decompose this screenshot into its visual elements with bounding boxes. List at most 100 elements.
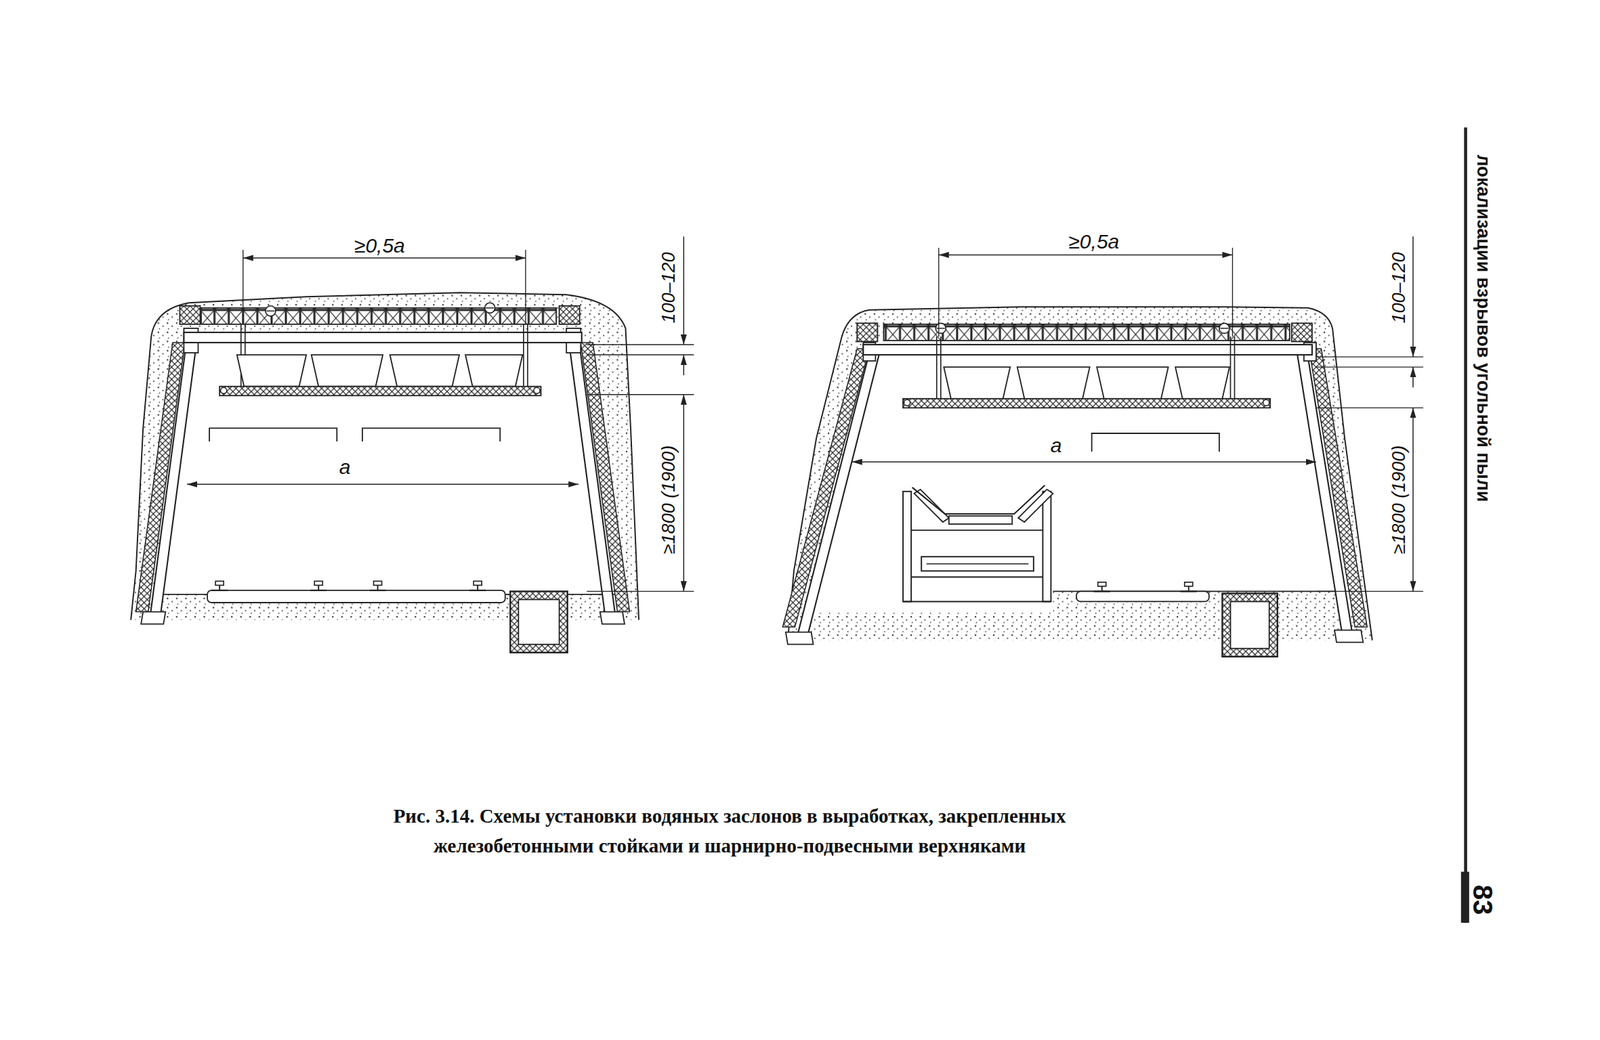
conveyor-belt <box>912 485 1046 515</box>
wagon-outline <box>362 428 500 442</box>
dimension-line <box>186 484 579 486</box>
extension-line <box>586 591 694 593</box>
mine-working <box>782 236 1424 657</box>
drain-channel <box>1222 593 1277 657</box>
dimension-line <box>1412 367 1414 388</box>
rock-contour <box>787 306 1373 641</box>
header-rule-bar <box>1461 872 1470 924</box>
shelf-pin <box>904 399 911 406</box>
rail-head <box>215 581 224 586</box>
page-number: 83 <box>1469 882 1497 918</box>
extension-line <box>586 344 694 345</box>
idler-roller <box>914 489 950 523</box>
water-vessel <box>943 367 1010 399</box>
return-roller <box>921 556 1034 572</box>
water-vessel <box>237 354 307 387</box>
drain-channel <box>510 591 567 653</box>
hanger <box>527 324 529 396</box>
rail-foot <box>1093 590 1111 593</box>
water-vessel <box>1096 367 1168 399</box>
mine-working <box>130 236 694 653</box>
hanger <box>1230 336 1232 408</box>
floor-fill <box>1052 591 1342 614</box>
wagon-outline <box>209 428 337 442</box>
drain-hollow <box>518 599 559 645</box>
dimension-label: ≥0,5a <box>1066 231 1122 252</box>
conveyor-frame <box>911 529 1043 532</box>
rail-foot <box>310 590 327 592</box>
hanger <box>522 324 525 396</box>
dimension-line <box>683 236 685 345</box>
concrete-post <box>568 338 616 617</box>
dimension-line <box>683 354 685 376</box>
rail-head <box>1098 582 1107 587</box>
dimension-line <box>683 394 685 593</box>
concrete-post <box>1295 344 1353 638</box>
barrier-shelf <box>902 398 1271 409</box>
barrier-shelf <box>219 386 541 397</box>
bolt <box>485 302 496 313</box>
dimension-line <box>1412 407 1414 592</box>
track-sleepers <box>207 590 506 603</box>
post-foot <box>600 612 625 625</box>
rock-contour <box>130 292 639 620</box>
running-header: локализации взрывов угольной пыли <box>1473 153 1492 505</box>
roof-block <box>856 323 878 342</box>
roof-block <box>179 306 200 325</box>
working-space <box>153 332 617 595</box>
dimension-label: ≥0,5a <box>352 235 408 257</box>
return-roller <box>926 563 1029 565</box>
return-belt <box>911 576 1043 578</box>
bolt-slot <box>485 307 494 309</box>
header-rule <box>1463 127 1468 924</box>
water-vessel <box>465 354 523 387</box>
extension-line <box>1316 407 1424 409</box>
figure-caption: Рис. 3.14. Схемы установки водяных засло… <box>390 802 1069 861</box>
post-foot <box>1334 630 1363 643</box>
dimension-line <box>1412 236 1414 357</box>
bolt <box>265 306 276 317</box>
side-lagging <box>782 348 870 628</box>
rail-foot <box>369 590 387 592</box>
extension-line <box>524 249 526 325</box>
water-vessel <box>1017 367 1090 399</box>
conveyor-post <box>902 491 912 603</box>
rail-head <box>314 581 323 586</box>
dimension-label: ≥1800 (1900) <box>659 443 678 557</box>
dimension-label: 100–120 <box>1390 249 1409 326</box>
bolt <box>1219 323 1230 334</box>
extension-line <box>242 249 244 325</box>
roof-block <box>559 306 580 325</box>
dimension-label: a <box>1048 435 1065 456</box>
rock-mass <box>787 306 1373 641</box>
rail-foot <box>211 590 228 592</box>
concrete-post <box>796 344 882 638</box>
rail-foot <box>469 590 486 592</box>
dimension-label: 100–120 <box>659 249 678 326</box>
bolt-slot <box>936 327 945 330</box>
track-sleepers <box>1076 591 1210 602</box>
conveyor-post <box>1042 491 1051 603</box>
hanger <box>940 336 942 408</box>
water-vessel <box>311 354 383 387</box>
extension-line <box>1316 366 1424 368</box>
rail-head <box>1184 582 1193 587</box>
hinged-beam <box>862 344 1313 355</box>
extension-line <box>586 394 694 395</box>
roof-block <box>1291 323 1313 342</box>
post-foot <box>140 612 166 625</box>
rail-head <box>473 581 482 586</box>
shelf-pin <box>533 387 540 394</box>
bolt-slot <box>266 310 275 313</box>
wagon-outline <box>1091 433 1220 452</box>
rail-foot <box>1180 590 1197 593</box>
dimension-label: a <box>337 457 353 478</box>
water-vessel <box>390 354 460 387</box>
bolt <box>935 323 946 334</box>
extension-line <box>1316 591 1424 593</box>
water-vessel <box>1175 367 1230 399</box>
shelf-pin <box>220 387 227 394</box>
hanger <box>1234 336 1236 408</box>
extension-line <box>1232 247 1233 337</box>
extension-line <box>1316 356 1424 357</box>
